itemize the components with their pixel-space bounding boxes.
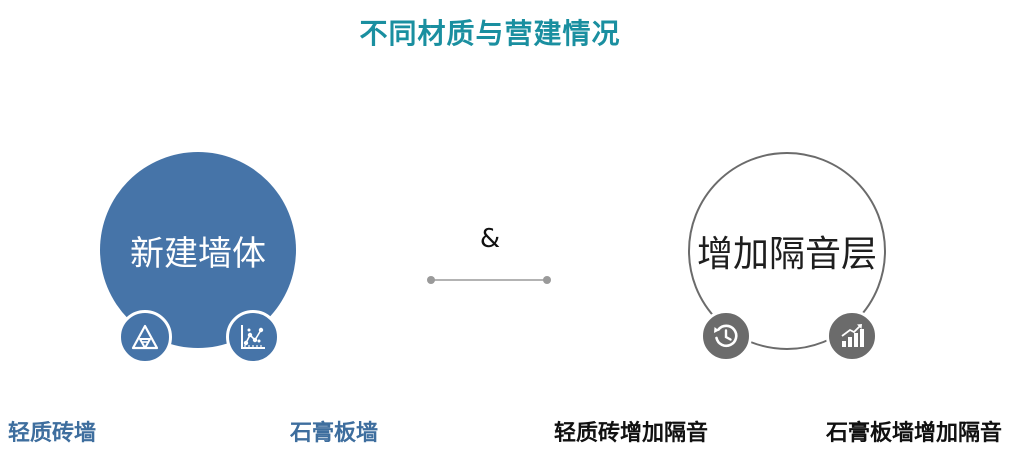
- new-wall-circle-label: 新建墙体: [130, 233, 266, 274]
- gypsum-board-soundproof-label: 石膏板墙增加隔音: [826, 421, 1003, 446]
- page-title: 不同材质与营建情况: [359, 17, 621, 50]
- light-brick-wall-label: 轻质砖墙: [8, 421, 97, 446]
- light-brick-soundproof-label: 轻质砖增加隔音: [554, 421, 709, 446]
- gypsum-board-wall-label: 石膏板墙: [290, 421, 379, 446]
- soundproof-layer-circle-label: 增加隔音层: [696, 234, 877, 275]
- history-icon: [700, 310, 752, 362]
- ampersand-symbol: &: [479, 224, 501, 254]
- connector-line: [427, 276, 551, 284]
- growth-chart-icon: [826, 310, 878, 362]
- scatter-chart-icon: [226, 310, 280, 364]
- triangle-icon: [118, 310, 172, 364]
